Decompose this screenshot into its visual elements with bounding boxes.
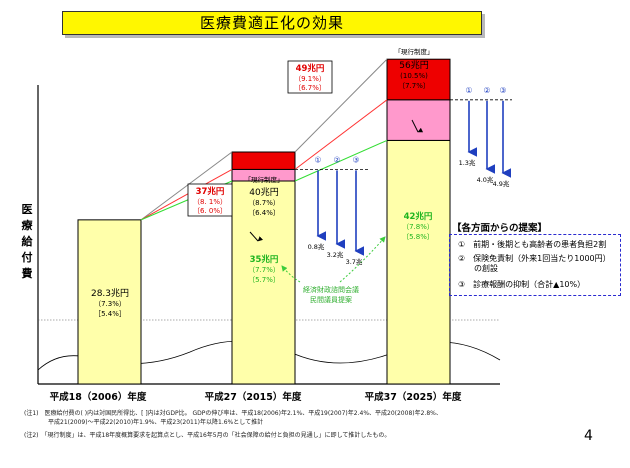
current-system-tag-2: 「現行制度」	[395, 47, 434, 56]
reduced-amount-0: 35兆円	[250, 254, 279, 265]
reduction-num-1-0: ①	[465, 86, 472, 95]
bar-red-2	[386, 58, 451, 101]
page-number: 4	[584, 428, 593, 444]
total-amount-1: 40兆円	[249, 187, 278, 198]
trend-green-2	[294, 139, 388, 182]
total-ni-1: 〔6.4%〕	[248, 209, 280, 217]
y-axis-label: 医療給付費	[21, 203, 33, 280]
proposals-heading: 【各方面からの提案】	[452, 223, 548, 234]
total-gdp-0: （7.3%）	[94, 300, 126, 308]
bar-base-0	[77, 219, 142, 385]
total-ni-0: ［5.4%］	[94, 310, 126, 318]
reduced-gdp-0: （7.7%）	[248, 266, 280, 274]
reduction-num-1-1: ②	[483, 86, 490, 95]
reduced-gdp-1: （7.8%）	[402, 223, 434, 231]
page-title: 医療費適正化の効果	[62, 11, 482, 35]
annot-arrow-1	[281, 265, 301, 283]
trend-current-1	[140, 151, 233, 221]
annot-arrow-2	[339, 236, 386, 283]
x-tick-0: 平成18（2006）年度	[50, 391, 147, 403]
reduction-value-0-2: 3.7兆	[346, 257, 363, 266]
bar-base-2	[386, 139, 451, 385]
red-gdp-0: （8. 1%）	[193, 198, 227, 206]
reduction-value-1-1: 4.0兆	[477, 175, 494, 184]
red-label-box-1	[287, 60, 333, 94]
proposals-box	[449, 234, 621, 296]
red-ni-0: 〔6. 0%〕	[193, 207, 227, 215]
trend-red-1	[140, 168, 233, 221]
reduced-ni-1: 〔5.8%〕	[402, 233, 434, 241]
reduction-value-0-0: 0.8兆	[308, 242, 325, 251]
proposal-1: ① 前期・後期とも高齢者の患者負担2割	[458, 240, 607, 249]
total-amount-0: 28.3兆円	[91, 288, 129, 299]
proposal-3: ③ 診療報酬の抑制（合計▲10%）	[458, 280, 586, 289]
red-amount-1: 49兆円	[296, 63, 325, 74]
trend-current-2	[294, 58, 388, 153]
proposal-2: ② 保険免責制（外来1回当たり1000円） の創設	[458, 254, 611, 273]
reduced-amount-1: 42兆円	[404, 211, 433, 222]
annotation-line-2: 民間議員提案	[310, 295, 352, 304]
bar-pink-2	[386, 99, 451, 141]
note-1: (注1) 医療給付費の( )内は対国民所得比、[ ]内は対GDP比。 GDPの伸…	[24, 410, 442, 417]
total-ni-2: 〔7.7%〕	[398, 82, 430, 90]
current-system-tag-1: 「現行制度」	[245, 175, 284, 184]
x-tick-1: 平成27（2015）年度	[205, 391, 302, 403]
total-gdp-2: (10.5%)	[400, 72, 428, 80]
reduction-value-0-1: 3.2兆	[327, 250, 344, 259]
note-2: (注2) 「現行制度」は、平成18年度概算要求を起算点とし、平成16年5月の「社…	[24, 432, 391, 439]
bar-base-1	[231, 180, 296, 385]
red-ni-1: 〔6.7%〕	[294, 84, 326, 92]
note-1-cont: 平成21(2009)～平成22(2010)年1.9%、平成23(2011)年以降…	[24, 419, 264, 426]
red-amount-0: 37兆円	[196, 186, 225, 197]
arrow-red-1	[249, 231, 264, 242]
trend-red-2	[294, 99, 388, 170]
arrow-red-2	[411, 119, 424, 133]
red-gdp-1: （9.1%）	[294, 75, 326, 83]
reduction-num-0-2: ③	[352, 155, 359, 164]
red-label-box-0	[187, 183, 233, 217]
reduction-value-1-0: 1.3兆	[459, 158, 476, 167]
reduction-num-0-1: ②	[333, 155, 340, 164]
total-amount-2: 56兆円	[399, 60, 428, 71]
reduction-num-1-2: ③	[499, 86, 506, 95]
x-tick-2: 平成37（2025）年度	[365, 391, 462, 403]
reduction-value-1-2: 4.9兆	[493, 179, 510, 188]
reduced-ni-0: 〔5.7%〕	[248, 276, 280, 284]
total-gdp-1: （8.7%）	[248, 199, 280, 207]
reduction-num-0-0: ①	[314, 155, 321, 164]
annotation-line-1: 経済財政諮問会議	[303, 285, 359, 294]
bar-red-1	[231, 151, 296, 170]
